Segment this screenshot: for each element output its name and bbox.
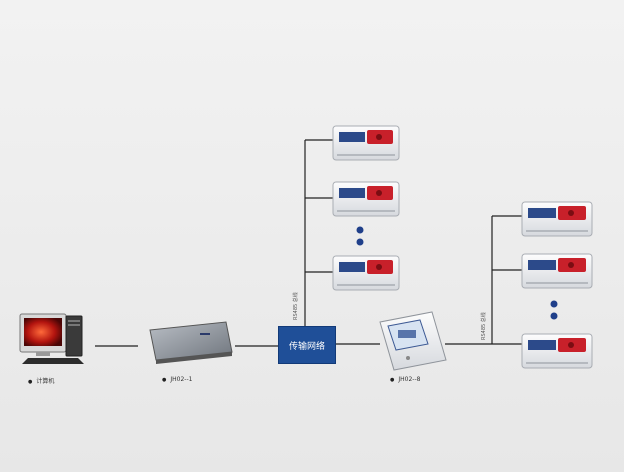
- meter-device-4: [521, 201, 593, 237]
- transmission-network-node: 传输网络: [278, 326, 336, 364]
- transmission-network-label: 传输网络: [288, 341, 325, 352]
- gateway-device-icon: [149, 321, 233, 364]
- meter-device-1: [332, 125, 400, 161]
- computer-label: 计算机: [28, 376, 54, 385]
- meter-device-6: [521, 333, 593, 369]
- meter-device-3: [332, 255, 400, 291]
- ellipsis-dots-left: [356, 226, 364, 246]
- concentrator-label: JH02--8: [390, 376, 420, 383]
- meter-device-2: [332, 181, 400, 217]
- gateway-label: JH02--1: [162, 376, 192, 383]
- left-bus-label: RS485 总线: [293, 292, 299, 320]
- connection-lines: [95, 139, 522, 347]
- meter-device-5: [521, 253, 593, 289]
- computer-icon: [19, 313, 84, 364]
- ellipsis-dots-right: [550, 300, 558, 320]
- right-bus-label: RS485 总线: [481, 312, 487, 340]
- concentrator-device-icon: [379, 311, 447, 371]
